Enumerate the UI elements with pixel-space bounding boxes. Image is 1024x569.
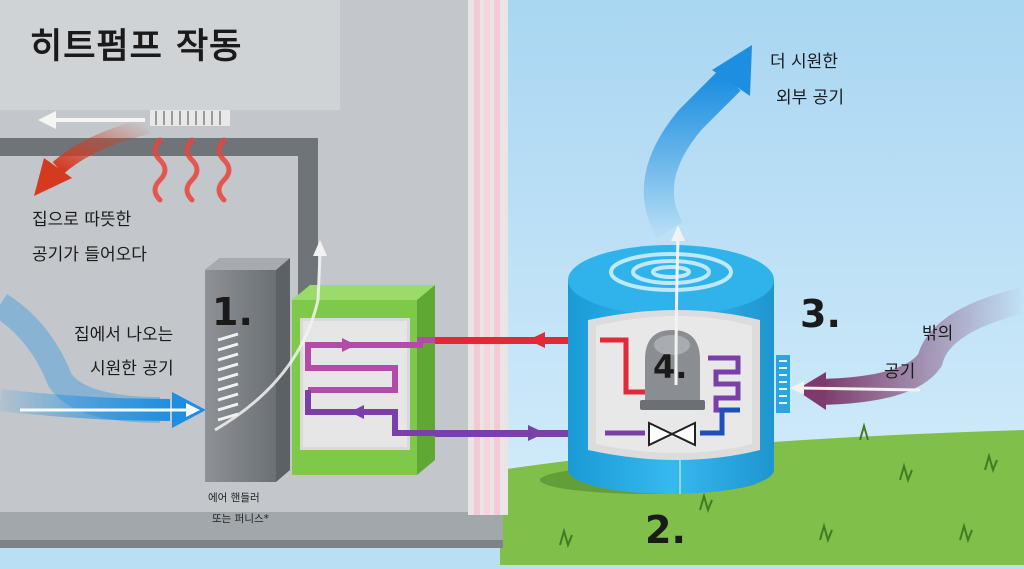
return-air-arrow [0,293,206,428]
grass-tufts [559,422,998,549]
refrigerant-lines [435,332,575,441]
outside-air-label-line1: 밖의 [922,324,954,344]
diagram-title: 히트펌프 작동 [30,27,243,67]
outdoor-coil [600,337,741,436]
compressor [640,330,705,410]
step-4-label: 4. [653,348,688,386]
warm-air-label-line2: 공기가 들어오다 [32,245,147,265]
outdoor-cool-label-line2: 외부 공기 [776,88,844,108]
heat-waves [152,137,232,203]
step-3-label: 3. [800,292,841,336]
cool-air-label-line2: 시원한 공기 [90,359,174,379]
air-duct [0,138,318,300]
ceiling-area [0,0,340,110]
air-handler-label-line1: 에어 핸들러 [208,492,260,504]
warm-air-label-line1: 집으로 따뜻한 [32,210,132,230]
indoor-coil [305,337,436,436]
supply-air-arrow [38,111,145,129]
air-handler-label-line2: 또는 퍼니스* [212,513,269,525]
exhaust-air-arrow [643,45,752,386]
step-1-label: 1. [212,290,253,334]
outdoor-cool-label-line1: 더 시원한 [770,52,838,72]
outside-air-label-line2: 공기 [884,362,916,382]
outdoor-air-arrow [790,287,1024,410]
air-handler [205,258,290,482]
ceiling-vent [150,110,230,126]
expansion-valve-icon [648,421,696,447]
cool-air-label-line1: 집에서 나오는 [74,325,174,345]
indoor-airflow-arrow [214,240,327,432]
warm-air-arrow [34,118,150,196]
step-2-label: 2. [645,508,686,552]
